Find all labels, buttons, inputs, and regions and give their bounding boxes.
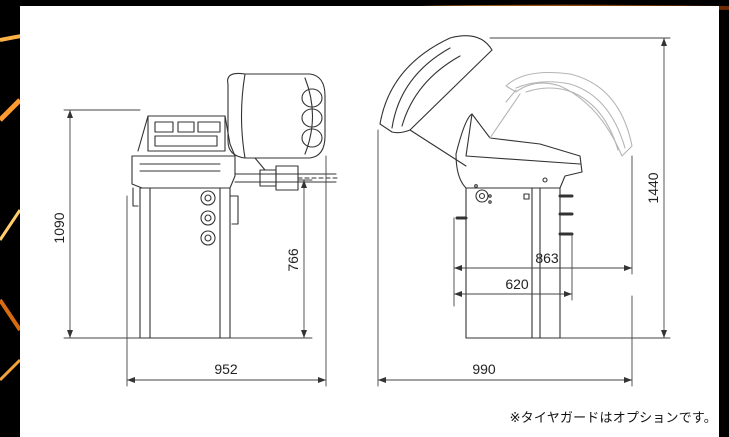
dimension-arrowheads xyxy=(67,38,667,383)
front-view-machine xyxy=(131,72,341,339)
dim-label-766: 766 xyxy=(285,248,301,272)
dim-label-1090: 1090 xyxy=(51,212,67,243)
dim-label-863: 863 xyxy=(535,250,559,266)
side-view-machine xyxy=(379,35,583,339)
drawing-panel: 1090 766 952 1440 863 620 990 xyxy=(20,6,719,437)
side-dimensions xyxy=(377,37,671,387)
dim-label-620: 620 xyxy=(505,276,529,292)
optional-guard-note: ※タイヤガードはオプションです。 xyxy=(509,411,717,426)
dim-label-1440: 1440 xyxy=(645,172,661,203)
dim-label-952: 952 xyxy=(214,361,238,377)
front-dimensions xyxy=(63,109,327,387)
front-cabinet xyxy=(139,187,231,339)
dim-label-990: 990 xyxy=(472,361,496,377)
technical-drawing: 1090 766 952 1440 863 620 990 xyxy=(51,35,671,387)
side-view-guard-ghost xyxy=(489,71,633,157)
